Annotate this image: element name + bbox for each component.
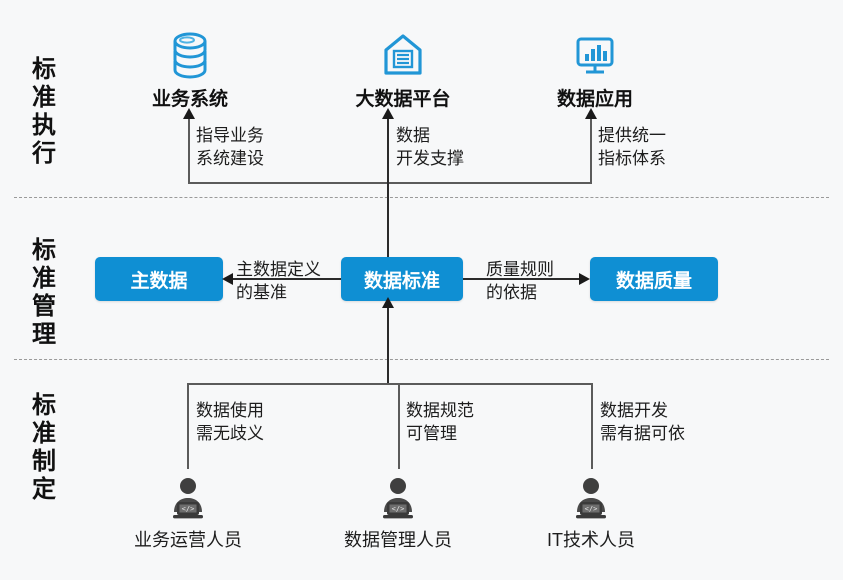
edge-label-line1: 数据开发 bbox=[600, 401, 668, 420]
label-char: 定 bbox=[32, 476, 56, 503]
edge-label-line1: 指导业务 bbox=[196, 126, 264, 145]
node-bigdata-platform[interactable]: 大数据平台 bbox=[340, 28, 466, 111]
box-label: 数据质量 bbox=[615, 270, 692, 292]
arrow-left-master-data bbox=[222, 273, 233, 285]
section-divider-1 bbox=[14, 197, 829, 198]
edge-label-line2: 需无歧义 bbox=[196, 424, 264, 443]
box-label: 数据标准 bbox=[363, 270, 440, 292]
edge-label-line2: 需有据可依 bbox=[600, 424, 685, 443]
section-label-definition: 标 准 制 定 bbox=[22, 392, 66, 504]
person-business-operator[interactable]: </> 业务运营人员 bbox=[128, 476, 248, 552]
person-label: IT技术人员 bbox=[547, 530, 635, 550]
person-laptop-icon: </> bbox=[338, 476, 458, 522]
edge-label-data-use-unambiguous: 数据使用 需无歧义 bbox=[196, 399, 264, 445]
edge-label-data-spec-manageable: 数据规范 可管理 bbox=[406, 399, 474, 445]
edge-label-line1: 主数据定义 bbox=[236, 260, 321, 279]
connector-standard-to-quality bbox=[463, 278, 580, 280]
label-char: 准 bbox=[32, 420, 56, 447]
person-laptop-icon: </> bbox=[128, 476, 248, 522]
node-label: 业务系统 bbox=[151, 89, 228, 110]
edge-label-line1: 数据使用 bbox=[196, 401, 264, 420]
label-char: 执 bbox=[32, 112, 56, 139]
label-char: 管 bbox=[32, 293, 56, 320]
label-char: 理 bbox=[32, 321, 56, 348]
monitor-chart-icon bbox=[535, 28, 655, 82]
person-laptop-icon: </> bbox=[531, 476, 651, 522]
edge-label-master-data-definition: 主数据定义 的基准 bbox=[236, 258, 321, 304]
node-label: 大数据平台 bbox=[355, 89, 451, 110]
svg-text:</>: </> bbox=[585, 505, 598, 513]
label-char: 标 bbox=[32, 237, 56, 264]
connector-standard-to-master bbox=[232, 278, 341, 280]
database-icon bbox=[130, 28, 250, 82]
arrow-up-business-system bbox=[183, 108, 195, 119]
box-data-quality[interactable]: 数据质量 bbox=[590, 257, 718, 301]
arrow-up-bigdata-platform bbox=[382, 108, 394, 119]
node-business-system[interactable]: 业务系统 bbox=[130, 28, 250, 111]
section-divider-2 bbox=[14, 359, 829, 360]
edge-label-data-dev-evidence: 数据开发 需有据可依 bbox=[600, 399, 685, 445]
edge-label-line1: 数据 bbox=[396, 126, 430, 145]
box-data-standard[interactable]: 数据标准 bbox=[341, 257, 463, 301]
connector-top-right-vertical bbox=[590, 118, 592, 184]
edge-label-quality-rule-basis: 质量规则 的依据 bbox=[486, 258, 554, 304]
label-char: 行 bbox=[32, 140, 56, 167]
edge-label-line1: 提供统一 bbox=[598, 126, 666, 145]
connector-bottom-center-vertical bbox=[387, 302, 389, 384]
edge-label-line1: 数据规范 bbox=[406, 401, 474, 420]
arrow-up-data-application bbox=[585, 108, 597, 119]
edge-label-line2: 的依据 bbox=[486, 283, 537, 302]
label-char: 准 bbox=[32, 265, 56, 292]
edge-label-guide-business: 指导业务 系统建设 bbox=[196, 124, 264, 170]
edge-label-line2: 的基准 bbox=[236, 283, 287, 302]
person-data-manager[interactable]: </> 数据管理人员 bbox=[338, 476, 458, 552]
connector-bottom-left-vertical bbox=[187, 383, 189, 469]
arrow-up-data-standard bbox=[382, 297, 394, 308]
node-label: 数据应用 bbox=[556, 89, 633, 110]
box-label: 主数据 bbox=[130, 270, 188, 292]
edge-label-dev-support: 数据 开发支撑 bbox=[396, 124, 464, 170]
connector-bottom-right-vertical bbox=[591, 383, 593, 469]
svg-text:</>: </> bbox=[182, 505, 195, 513]
svg-text:</>: </> bbox=[392, 505, 405, 513]
person-it-engineer[interactable]: </> IT技术人员 bbox=[531, 476, 651, 552]
edge-label-line2: 可管理 bbox=[406, 424, 457, 443]
label-char: 标 bbox=[32, 392, 56, 419]
edge-label-line2: 指标体系 bbox=[598, 149, 666, 168]
section-label-execution: 标 准 执 行 bbox=[22, 56, 66, 168]
connector-top-left-vertical bbox=[188, 118, 190, 184]
node-data-application[interactable]: 数据应用 bbox=[535, 28, 655, 111]
arrow-right-data-quality bbox=[579, 273, 590, 285]
person-label: 数据管理人员 bbox=[344, 530, 452, 550]
section-label-management: 标 准 管 理 bbox=[22, 237, 66, 349]
edge-label-unified-metrics: 提供统一 指标体系 bbox=[598, 124, 666, 170]
connector-top-horizontal bbox=[188, 182, 592, 184]
box-master-data[interactable]: 主数据 bbox=[95, 257, 223, 301]
connector-bottom-middle-vertical bbox=[398, 383, 400, 469]
label-char: 制 bbox=[32, 448, 56, 475]
label-char: 标 bbox=[32, 56, 56, 83]
connector-center-vertical bbox=[387, 118, 389, 258]
person-label: 业务运营人员 bbox=[134, 530, 242, 550]
connector-bottom-horizontal bbox=[187, 383, 593, 385]
edge-label-line2: 系统建设 bbox=[196, 149, 264, 168]
label-char: 准 bbox=[32, 84, 56, 111]
edge-label-line2: 开发支撑 bbox=[396, 149, 464, 168]
house-document-icon bbox=[340, 28, 466, 82]
edge-label-line1: 质量规则 bbox=[486, 260, 554, 279]
